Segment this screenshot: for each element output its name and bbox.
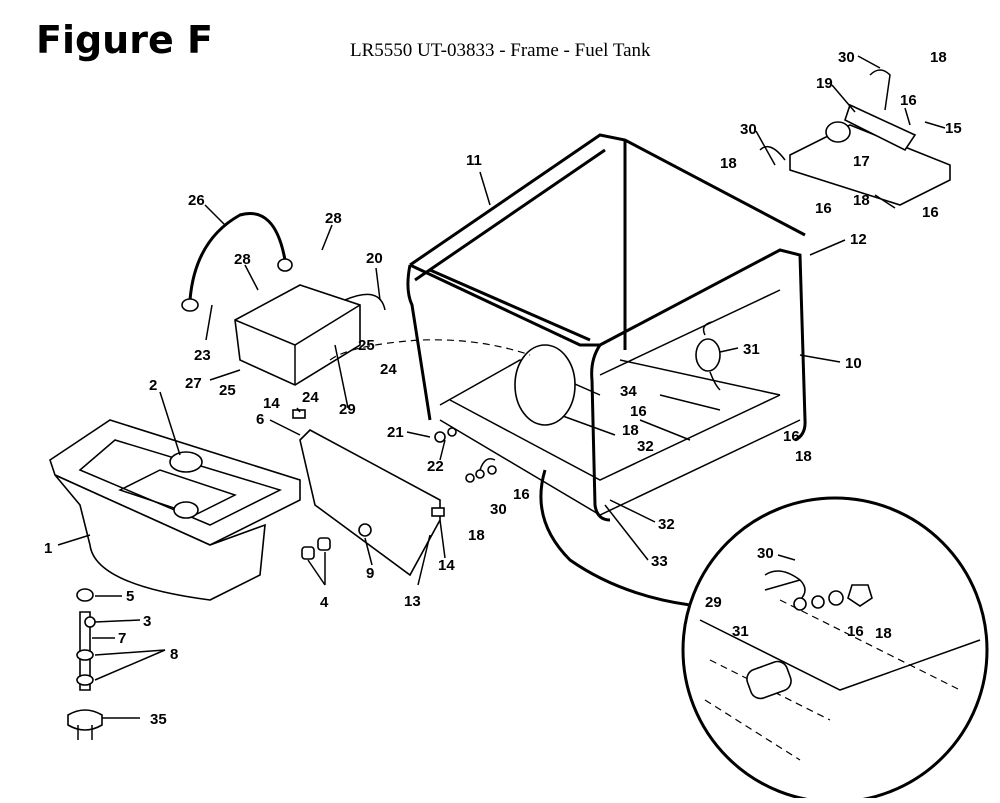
figure-title: Figure F <box>36 18 213 62</box>
callout-32a: 32 <box>637 438 654 455</box>
callout-31b: 31 <box>732 623 749 640</box>
callout-24b: 24 <box>380 361 397 378</box>
diagram-subtitle: LR5550 UT-03833 - Frame - Fuel Tank <box>350 40 651 61</box>
callout-3: 3 <box>143 613 151 630</box>
fuel-line-to-inset <box>539 469 691 607</box>
fuel-line-fittings <box>434 427 497 483</box>
callout-18e: 18 <box>795 448 812 465</box>
callout-25a: 25 <box>358 337 375 354</box>
callout-10: 10 <box>845 355 862 372</box>
cable-path <box>329 339 531 361</box>
callout-16f: 16 <box>513 486 530 503</box>
callout-9: 9 <box>366 565 374 582</box>
fuel-filter <box>695 321 721 391</box>
callout-16b: 16 <box>815 200 832 217</box>
callout-8: 8 <box>170 646 178 663</box>
callout-27: 27 <box>185 375 202 392</box>
bracket-plate <box>292 409 445 577</box>
callout-4: 4 <box>320 594 329 611</box>
fuel-cap-icon <box>169 451 203 473</box>
callout-29a: 29 <box>339 401 356 418</box>
callout-13: 13 <box>404 593 421 610</box>
callout-18d: 18 <box>622 422 639 439</box>
callout-31a: 31 <box>743 341 760 358</box>
callout-24a: 24 <box>302 389 319 406</box>
callout-21: 21 <box>387 424 404 441</box>
callout-30b: 30 <box>740 121 757 138</box>
callout-18f: 18 <box>468 527 485 544</box>
callout-28b: 28 <box>234 251 251 268</box>
callout-30a: 30 <box>838 49 855 66</box>
callout-34: 34 <box>620 383 637 400</box>
fuel-valve-assembly <box>67 588 103 740</box>
callout-16d: 16 <box>630 403 647 420</box>
callout-18b: 18 <box>720 155 737 172</box>
callout-19: 19 <box>816 75 833 92</box>
callout-6: 6 <box>256 411 264 428</box>
leader-lines <box>57 55 946 719</box>
callout-30d: 30 <box>757 545 774 562</box>
frame-assembly <box>406 133 807 522</box>
callout-28a: 28 <box>325 210 342 227</box>
callout-1: 1 <box>44 540 52 557</box>
top-right-bracket <box>759 69 951 206</box>
callout-14b: 14 <box>438 557 455 574</box>
callout-22: 22 <box>427 458 444 475</box>
callout-labels: 1 2 3 4 5 6 7 8 9 10 11 12 13 14 14 15 1… <box>44 49 962 728</box>
callout-32b: 32 <box>658 516 675 533</box>
callout-25b: 25 <box>219 382 236 399</box>
callout-14a: 14 <box>263 395 280 412</box>
callout-11: 11 <box>466 152 482 169</box>
callout-5: 5 <box>126 588 134 605</box>
rubber-feet <box>301 537 331 560</box>
callout-18g: 18 <box>875 625 892 642</box>
callout-7: 7 <box>118 630 126 647</box>
callout-18a: 18 <box>930 49 947 66</box>
callout-16a: 16 <box>900 92 917 109</box>
battery-assembly <box>181 212 386 386</box>
callout-35: 35 <box>150 711 167 728</box>
callout-16c: 16 <box>922 204 939 221</box>
callout-33: 33 <box>651 553 668 570</box>
callout-18c: 18 <box>853 192 870 209</box>
callout-16e: 16 <box>783 428 800 445</box>
inset-fuel-filter <box>746 660 792 700</box>
callout-2: 2 <box>149 377 157 394</box>
callout-20: 20 <box>366 250 383 267</box>
callout-26: 26 <box>188 192 205 209</box>
callout-12: 12 <box>850 231 867 248</box>
callout-17: 17 <box>853 153 870 170</box>
frame-detail-circle <box>514 344 576 426</box>
callout-16g: 16 <box>847 623 864 640</box>
callout-29b: 29 <box>705 594 722 611</box>
callout-15: 15 <box>945 120 962 137</box>
fuel-tank <box>49 419 301 601</box>
detail-inset <box>681 496 989 803</box>
callout-30c: 30 <box>490 501 507 518</box>
callout-23: 23 <box>194 347 211 364</box>
